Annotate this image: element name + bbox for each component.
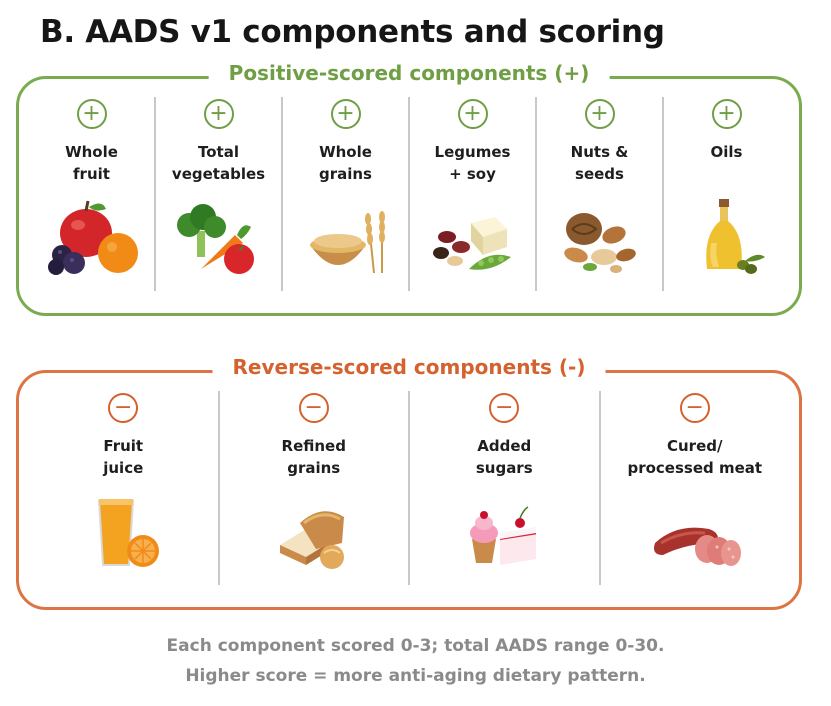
component-label: Refined grains xyxy=(281,437,346,477)
plus-icon: + xyxy=(330,99,361,129)
reverse-components-panel: Reverse-scored components (-) − Fruit ju… xyxy=(16,355,802,610)
orange-juice-icon xyxy=(98,499,160,567)
olive-oil-bottle-icon xyxy=(705,199,765,274)
bread-icon xyxy=(279,511,344,569)
component-label: Legumes + soy xyxy=(434,143,511,183)
plus-icon: + xyxy=(457,99,488,129)
component-label: Added sugars xyxy=(475,437,533,477)
page-title: B. AADS v1 components and scoring xyxy=(40,14,665,50)
component-oils: + Oils xyxy=(662,97,789,291)
apple-orange-berries-icon xyxy=(47,200,138,275)
component-nuts-seeds: + Nuts & seeds xyxy=(535,97,662,291)
component-label: Whole grains xyxy=(318,143,372,183)
broccoli-carrot-tomato-icon xyxy=(176,204,254,274)
minus-icon: − xyxy=(298,393,329,423)
component-label: Total vegetables xyxy=(171,143,266,183)
minus-icon: − xyxy=(108,393,139,423)
reverse-panel-heading: Reverse-scored components (-) xyxy=(212,355,606,379)
component-label: Whole fruit xyxy=(65,143,118,183)
component-whole-fruit: + Whole fruit xyxy=(29,97,154,291)
plus-icon: + xyxy=(76,99,107,129)
minus-icon: − xyxy=(489,393,520,423)
component-fruit-juice: − Fruit juice xyxy=(29,391,218,585)
positive-components-panel: Positive-scored components (+) + Whole f… xyxy=(16,61,802,316)
scoring-note: Each component scored 0-3; total AADS ra… xyxy=(166,636,665,656)
sausage-icon xyxy=(653,527,741,566)
component-cured-processed-meat: − Cured/ processed meat xyxy=(598,391,790,585)
plus-icon: + xyxy=(584,99,615,129)
grain-bowl-wheat-icon xyxy=(309,211,385,274)
component-added-sugars: − Added sugars xyxy=(408,391,599,585)
component-label: Cured/ processed meat xyxy=(627,437,763,477)
cupcake-cake-icon xyxy=(470,506,537,565)
beans-tofu-icon xyxy=(432,217,511,270)
component-refined-grains: − Refined grains xyxy=(217,391,409,585)
component-label: Oils xyxy=(710,143,743,161)
positive-panel-heading: Positive-scored components (+) xyxy=(208,61,610,85)
plus-icon: + xyxy=(711,99,742,129)
component-label: Fruit juice xyxy=(103,437,144,477)
component-label: Nuts & seeds xyxy=(570,143,629,183)
plus-icon: + xyxy=(203,99,234,129)
component-whole-grains: + Whole grains xyxy=(281,97,408,291)
component-legumes-soy: + Legumes + soy xyxy=(408,97,535,291)
component-total-vegetables: + Total vegetables xyxy=(154,97,281,291)
interpretation-note: Higher score = more anti-aging dietary p… xyxy=(185,666,646,686)
minus-icon: − xyxy=(679,393,710,423)
nuts-icon xyxy=(563,213,636,273)
